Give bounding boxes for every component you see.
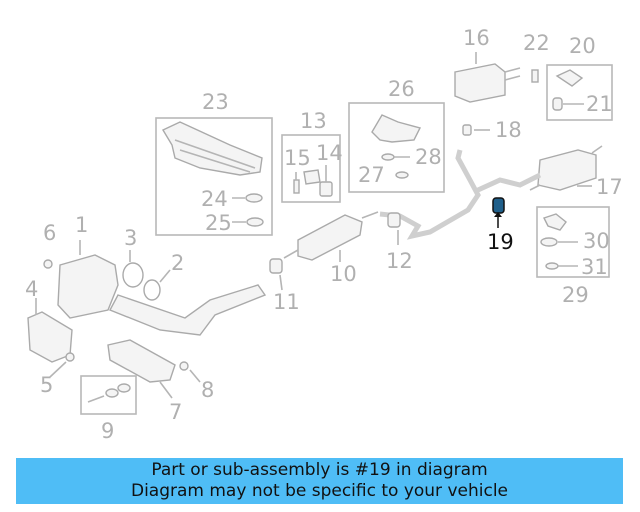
bracket-14b [319, 181, 333, 197]
gasket-2 [143, 279, 161, 301]
washer-28 [381, 153, 395, 161]
clamp-18 [462, 124, 472, 136]
muffler-17 [537, 149, 597, 191]
banner-line-1: Part or sub-assembly is #19 in diagram [151, 460, 488, 480]
leaders-2-3 [129, 250, 171, 283]
group-box-23 [155, 117, 273, 236]
group-box-9 [80, 375, 137, 415]
heat-shield [162, 121, 263, 176]
intermediate-pipe [379, 149, 542, 240]
bolt-15 [293, 179, 300, 194]
muffler-pipe [504, 67, 521, 81]
callout-27: 27 [358, 163, 385, 187]
leader-5 [49, 361, 67, 378]
bracket-29 [543, 213, 567, 231]
callout-14: 14 [316, 141, 343, 165]
callout-4: 4 [25, 277, 38, 301]
bolt-5 [65, 352, 75, 362]
clamp-12 [387, 212, 401, 228]
heat-shield-4 [27, 311, 73, 363]
callout-11: 11 [273, 290, 300, 314]
callout-15: 15 [284, 146, 311, 170]
callout-25: 25 [205, 211, 232, 235]
clip-14 [303, 169, 321, 185]
callout-6: 6 [43, 221, 56, 245]
stud-9 [87, 395, 105, 403]
center-pipe [283, 211, 379, 259]
part-19-isolator [492, 197, 505, 214]
callout-10: 10 [330, 262, 357, 286]
group-box-13 [281, 134, 341, 203]
callout-26: 26 [388, 77, 415, 101]
leaders-30-31 [558, 241, 578, 267]
callout-23: 23 [202, 90, 229, 114]
callout-2: 2 [171, 251, 184, 275]
leaders-14-15 [295, 165, 327, 182]
callout-28: 28 [415, 145, 442, 169]
converter-1 [57, 254, 119, 319]
bolt-22 [531, 69, 539, 83]
callout-12: 12 [386, 249, 413, 273]
callout-13: 13 [300, 109, 327, 133]
banner-line-2: Diagram may not be specific to your vehi… [130, 481, 508, 501]
callout-8: 8 [201, 378, 214, 402]
nut-31 [545, 262, 559, 270]
callout-1: 1 [75, 213, 88, 237]
nut-27 [395, 171, 409, 179]
leaders-7-8 [159, 369, 201, 399]
callout-29: 29 [562, 283, 589, 307]
callout-30: 30 [583, 229, 610, 253]
leader-11 [279, 274, 283, 291]
rear-muffler-16 [454, 63, 506, 103]
callout-16: 16 [463, 26, 490, 50]
washer-30 [540, 237, 558, 247]
clamp-11 [269, 258, 283, 274]
isolator-21 [552, 97, 563, 111]
callout-22: 22 [523, 31, 550, 55]
nut-24 [245, 193, 263, 203]
bolt-6 [43, 259, 53, 269]
nut-9a [105, 388, 119, 398]
gasket-7 [107, 339, 176, 383]
callout-5: 5 [40, 373, 53, 397]
info-banner: Part or sub-assembly is #19 in diagram D… [16, 458, 623, 504]
group-box-26 [348, 102, 445, 193]
callout-17: 17 [596, 175, 623, 199]
callout-21: 21 [586, 92, 613, 116]
front-pipe [109, 284, 267, 336]
muffler-17-pipes [529, 145, 603, 191]
washer-25 [246, 217, 264, 227]
callout-9: 9 [101, 419, 114, 443]
clamp-3 [122, 262, 144, 288]
group-box-29 [536, 206, 610, 278]
callout-18: 18 [495, 118, 522, 142]
heat-shield-ribs [174, 139, 256, 173]
exhaust-parts-diagram: 1 2 3 4 5 6 7 8 9 10 11 12 13 14 15 16 1… [25, 26, 623, 443]
bracket-26 [371, 114, 422, 143]
callout-24: 24 [201, 187, 228, 211]
stud-8 [179, 361, 189, 371]
callout-3: 3 [124, 226, 137, 250]
nut-9b [117, 383, 131, 393]
callout-7: 7 [169, 400, 182, 424]
callout-31: 31 [581, 255, 608, 279]
callout-19: 19 [487, 230, 514, 254]
bracket-20 [555, 69, 584, 87]
callout-20: 20 [569, 34, 596, 58]
group-box-20 [546, 64, 613, 121]
leaders-24-25 [232, 197, 246, 223]
center-muffler-10 [297, 214, 363, 261]
arrow-19 [494, 212, 502, 217]
